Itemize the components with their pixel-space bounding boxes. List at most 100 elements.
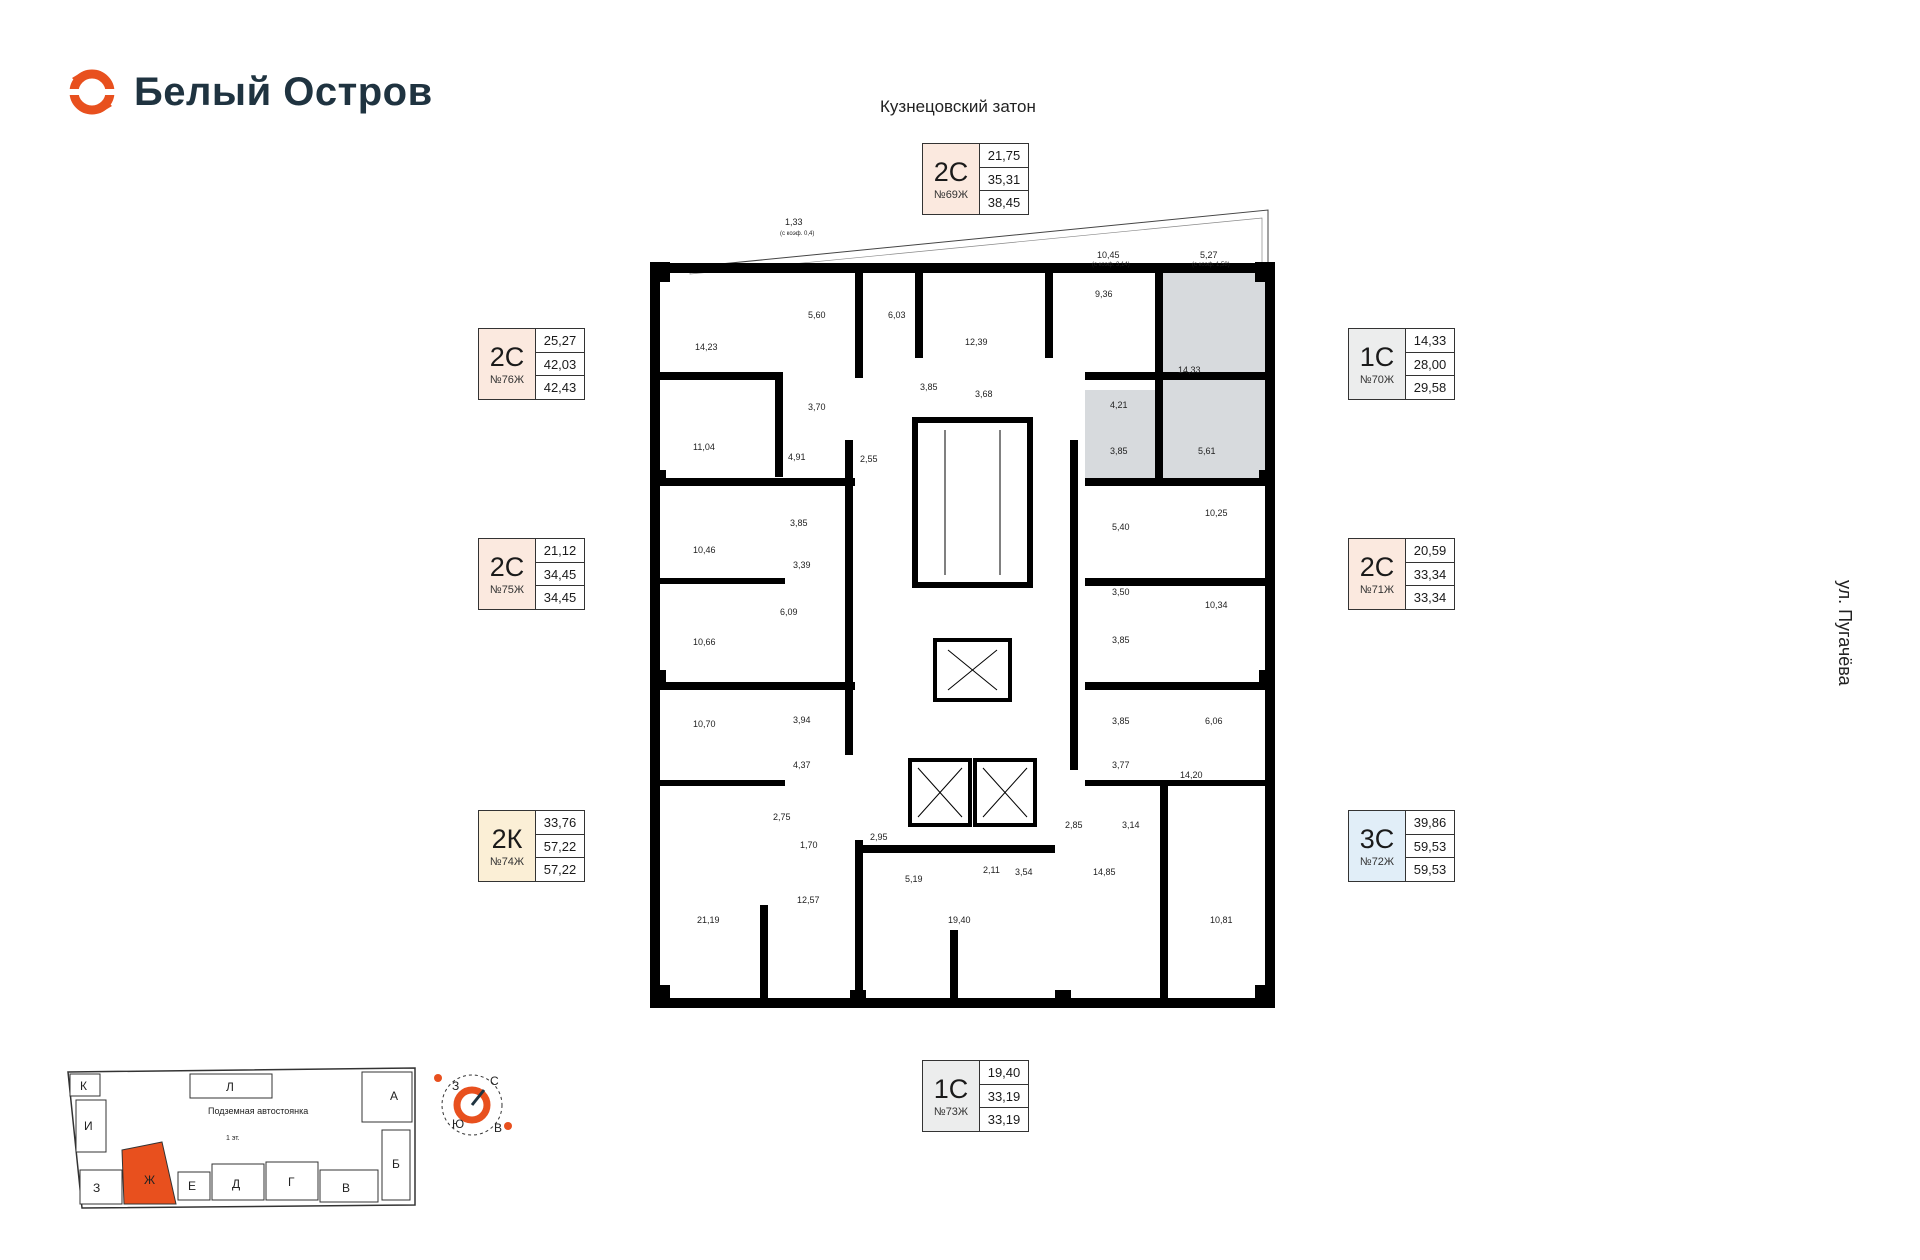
room-label: 21,19 (697, 915, 720, 925)
apartment-badge-71[interactable]: 2С №71Ж 20,59 33,34 33,34 (1348, 538, 1455, 610)
apartment-badge-73[interactable]: 1С №73Ж 19,40 33,19 33,19 (922, 1060, 1029, 1132)
apartment-number: №73Ж (933, 1105, 969, 1118)
keymap-section-Е[interactable] (177, 1171, 211, 1201)
room-label: 3,94 (793, 715, 811, 725)
room-label: 10,81 (1210, 915, 1233, 925)
keymap-center-label: Подземная автостоянка (208, 1106, 308, 1116)
keymap-section-label: Б (392, 1157, 400, 1171)
apartment-badge-69[interactable]: 2С №69Ж 21,75 35,31 38,45 (922, 143, 1029, 215)
apartment-type: 1С (933, 1073, 969, 1104)
room-label: 14,20 (1180, 770, 1203, 780)
room-label: 3,85 (920, 382, 938, 392)
area-living: 21,12 (536, 539, 584, 563)
keymap-section-Б[interactable] (381, 1129, 411, 1201)
area-with-balcony: 33,19 (987, 1112, 1021, 1128)
area-total: 33,19 (980, 1085, 1028, 1109)
area-with-balcony: 33,34 (1413, 590, 1447, 606)
keymap-section-И[interactable] (75, 1099, 107, 1153)
room-label: 10,66 (693, 637, 716, 647)
area-total: 34,45 (536, 563, 584, 587)
keymap-section-Г[interactable] (265, 1161, 319, 1201)
compass-needle (470, 1089, 486, 1106)
room-label: 9,36 (1095, 289, 1113, 299)
apartment-number: №74Ж (489, 855, 525, 868)
building-outline (650, 263, 1275, 1008)
room-label: 4,37 (793, 760, 811, 770)
apartment-areas: 21,75 35,31 38,45 (980, 144, 1028, 214)
area-living: 21,75 (980, 144, 1028, 168)
apartment-number: №71Ж (1359, 583, 1395, 596)
room-label: 1,33 (785, 217, 803, 227)
keymap-section-Ж[interactable] (121, 1141, 177, 1205)
apartment-badge-76[interactable]: 2С №76Ж 25,27 42,03 42,43 (478, 328, 585, 400)
compass-ring (441, 1074, 503, 1136)
room-label: 4,21 (1110, 400, 1128, 410)
brand-logo: Белый Остров (64, 64, 433, 120)
room-label: 2,85 (1065, 820, 1083, 830)
keymap-section-label: И (84, 1119, 93, 1133)
room-label: 14,33 (1178, 365, 1201, 375)
room-label: 6,09 (780, 607, 798, 617)
keymap-section-А[interactable] (361, 1071, 413, 1123)
keymap-section-label: Е (188, 1179, 196, 1193)
room-label: 6,06 (1205, 716, 1223, 726)
room-label: 10,34 (1205, 600, 1228, 610)
room-label: 3,70 (808, 402, 826, 412)
sun-icon (434, 1074, 442, 1082)
room-label: (с коэф. 0,4) (780, 231, 814, 237)
apartment-type: 2К (491, 823, 523, 854)
brand-name: Белый Остров (134, 69, 433, 114)
room-label: 2,55 (860, 454, 878, 464)
window-columns (650, 262, 1275, 1005)
keymap-section-label: Л (226, 1080, 234, 1094)
brand-logo-icon (68, 69, 116, 115)
keymap-section-Д[interactable] (211, 1163, 265, 1201)
room-label: 3,68 (975, 389, 993, 399)
apartment-code: 2С №69Ж (923, 144, 980, 214)
room-labels: 1,33 (с коэф. 0,4) 10,45 (с коэф. 3,14) … (693, 217, 1233, 925)
apartment-70-shade-hall (1085, 390, 1165, 478)
compass-dial (453, 1086, 491, 1124)
apartment-badge-72[interactable]: 3С №72Ж 39,86 59,53 59,53 (1348, 810, 1455, 882)
keymap-section-label: А (390, 1089, 398, 1103)
room-label: (с коэф. 1,58) (1192, 262, 1230, 268)
room-label: 10,46 (693, 545, 716, 555)
area-living: 25,27 (536, 329, 584, 353)
room-label: 11,04 (693, 442, 715, 452)
apartment-badge-74[interactable]: 2К №74Ж 33,76 57,22 57,22 (478, 810, 585, 882)
interior-walls (655, 268, 1270, 1000)
apartment-areas: 25,27 42,03 42,43 (536, 329, 584, 399)
area-total: 42,03 (536, 353, 584, 377)
apartment-type: 1С (1359, 341, 1395, 372)
apartment-areas: 20,59 33,34 33,34 (1406, 539, 1454, 609)
area-total: 59,53 (1406, 835, 1454, 859)
apartment-code: 1С №70Ж (1349, 329, 1406, 399)
apartment-badge-75[interactable]: 2С №75Ж 21,12 34,45 34,45 (478, 538, 585, 610)
area-with-balcony: 29,58 (1413, 380, 1447, 396)
keymap-section-label: В (342, 1181, 350, 1195)
apartment-type: 2С (933, 156, 969, 187)
apartment-code: 2С №71Ж (1349, 539, 1406, 609)
keymap-section-Л[interactable] (189, 1073, 273, 1099)
room-label: 2,95 (870, 832, 888, 842)
apartment-type: 2С (489, 341, 525, 372)
room-label: 3,85 (1110, 446, 1128, 456)
apartment-number: №75Ж (489, 583, 525, 596)
area-living: 20,59 (1406, 539, 1454, 563)
room-label: 5,40 (1112, 522, 1130, 532)
building-floor-plan (650, 209, 1275, 1008)
apartment-badge-70[interactable]: 1С №70Ж 14,33 28,00 29,58 (1348, 328, 1455, 400)
apartment-areas: 21,12 34,45 34,45 (536, 539, 584, 609)
keymap-section-label: Ж (144, 1173, 155, 1187)
area-total: 28,00 (1406, 353, 1454, 377)
room-label: 10,45 (1097, 250, 1120, 260)
keymap-section-З[interactable] (79, 1169, 123, 1205)
keymap-section-label: К (80, 1079, 87, 1093)
keymap-section-К[interactable] (69, 1073, 101, 1097)
apartment-number: №70Ж (1359, 373, 1395, 386)
keymap-section-В[interactable] (319, 1169, 379, 1203)
room-label: (с коэф. 3,14) (1092, 262, 1130, 268)
apartment-type: 2С (489, 551, 525, 582)
room-label: 2,75 (773, 812, 791, 822)
